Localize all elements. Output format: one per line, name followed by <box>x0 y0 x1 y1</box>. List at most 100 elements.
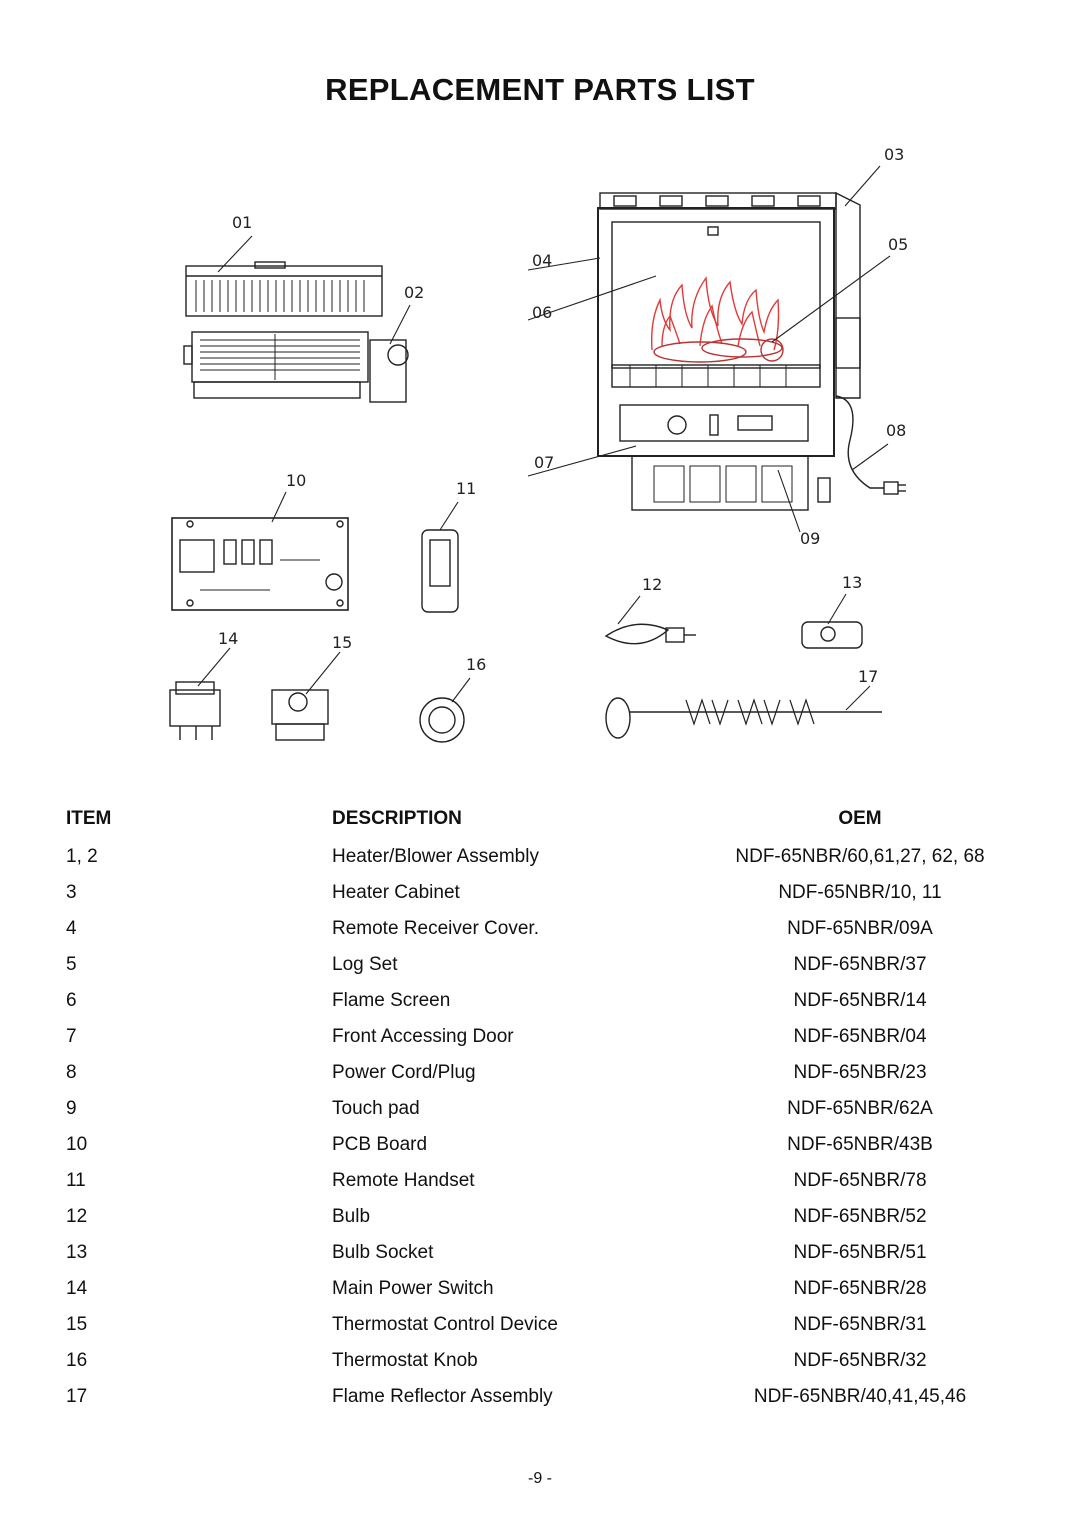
main-power-switch-part <box>169 681 221 740</box>
description-cell: Bulb Socket <box>332 1242 434 1263</box>
oem-cell: NDF-65NBR/31 <box>793 1314 927 1335</box>
item-cell: 15 <box>66 1314 88 1335</box>
part-number-labels: 01 02 03 04 05 06 07 08 09 10 11 12 13 1… <box>218 145 908 686</box>
oem-cell: NDF-65NBR/23 <box>793 1062 927 1083</box>
table-row: 4 Remote Receiver Cover. NDF-65NBR/09A <box>0 914 1080 950</box>
description-cell: Flame Reflector Assembly <box>332 1386 553 1407</box>
item-cell: 13 <box>66 1242 88 1263</box>
item-cell: 12 <box>66 1206 88 1227</box>
oem-cell: NDF-65NBR/37 <box>793 954 927 975</box>
item-cell: 16 <box>66 1350 88 1371</box>
flame-screen-part <box>650 276 780 351</box>
item-cell: 10 <box>66 1134 88 1155</box>
page-number: -9 - <box>528 1470 552 1487</box>
part-label: 08 <box>886 421 906 440</box>
table-row: 7 Front Accessing Door NDF-65NBR/04 <box>0 1022 1080 1058</box>
part-label: 07 <box>534 453 554 472</box>
table-row: 5 Log Set NDF-65NBR/37 <box>0 950 1080 986</box>
table-row: 6 Flame Screen NDF-65NBR/14 <box>0 986 1080 1022</box>
part-label: 17 <box>858 667 878 686</box>
description-cell: Front Accessing Door <box>332 1026 514 1047</box>
leader-lines <box>197 165 891 711</box>
oem-cell: NDF-65NBR/10, 11 <box>778 882 942 903</box>
item-cell: 5 <box>66 954 77 975</box>
part-label: 12 <box>642 575 662 594</box>
oem-cell: NDF-65NBR/51 <box>793 1242 927 1263</box>
oem-cell: NDF-65NBR/32 <box>793 1350 927 1371</box>
heater-housing-part <box>631 455 809 511</box>
item-cell: 7 <box>66 1026 77 1047</box>
part-label: 03 <box>884 145 904 164</box>
item-cell: 1, 2 <box>66 846 98 867</box>
blower-part <box>183 331 409 403</box>
bulb-socket-part <box>801 621 863 649</box>
description-cell: Main Power Switch <box>332 1278 494 1299</box>
log-set-part <box>653 338 784 363</box>
description-cell: Touch pad <box>332 1098 420 1119</box>
table-row: 12 Bulb NDF-65NBR/52 <box>0 1202 1080 1238</box>
table-row: 8 Power Cord/Plug NDF-65NBR/23 <box>0 1058 1080 1094</box>
table-row: 16 Thermostat Knob NDF-65NBR/32 <box>0 1346 1080 1382</box>
oem-cell: NDF-65NBR/62A <box>787 1098 933 1119</box>
exploded-parts-diagram: 01 02 03 04 05 06 07 08 09 10 11 12 13 1… <box>169 145 908 743</box>
part-label: 14 <box>218 629 238 648</box>
part-label: 01 <box>232 213 252 232</box>
remote-handset-part <box>421 529 459 613</box>
table-row: 3 Heater Cabinet NDF-65NBR/10, 11 <box>0 878 1080 914</box>
oem-cell: NDF-65NBR/78 <box>793 1170 927 1191</box>
description-cell: Heater/Blower Assembly <box>332 846 539 867</box>
parts-table: ITEM DESCRIPTION OEM 1, 2 Heater/Blower … <box>0 806 1080 1418</box>
thermostat-device-part <box>271 689 329 741</box>
description-cell: PCB Board <box>332 1134 428 1155</box>
description-cell: Remote Receiver Cover. <box>332 918 539 939</box>
part-label: 06 <box>532 303 552 322</box>
heater-element-part <box>185 261 383 317</box>
oem-cell: NDF-65NBR/43B <box>787 1134 933 1155</box>
description-cell: Power Cord/Plug <box>332 1062 476 1083</box>
item-cell: 14 <box>66 1278 88 1299</box>
fireplace-cabinet-part <box>597 191 861 457</box>
item-cell: 6 <box>66 990 77 1011</box>
description-cell: Bulb <box>332 1206 371 1227</box>
power-cord-part <box>817 395 906 503</box>
table-row: 11 Remote Handset NDF-65NBR/78 <box>0 1166 1080 1202</box>
oem-cell: NDF-65NBR/28 <box>793 1278 927 1299</box>
thermostat-knob-part <box>419 697 465 743</box>
part-label: 04 <box>532 251 552 270</box>
item-cell: 9 <box>66 1098 77 1119</box>
part-label: 16 <box>466 655 486 674</box>
item-cell: 3 <box>66 882 77 903</box>
bulb-part <box>604 623 696 645</box>
description-cell: Thermostat Knob <box>332 1350 478 1371</box>
oem-cell: NDF-65NBR/09A <box>787 918 933 939</box>
page-title: REPLACEMENT PARTS LIST <box>325 72 755 107</box>
oem-cell: NDF-65NBR/60,61,27, 62, 68 <box>735 846 985 867</box>
table-header-row: ITEM DESCRIPTION OEM <box>0 806 1080 842</box>
description-cell: Flame Screen <box>332 990 451 1011</box>
item-cell: 17 <box>66 1386 88 1407</box>
part-label: 11 <box>456 479 476 498</box>
flame-reflector-part <box>605 697 882 739</box>
item-cell: 8 <box>66 1062 77 1083</box>
oem-cell: NDF-65NBR/14 <box>793 990 927 1011</box>
description-cell: Log Set <box>332 954 398 975</box>
table-row: 9 Touch pad NDF-65NBR/62A <box>0 1094 1080 1130</box>
oem-column-header: OEM <box>838 808 882 829</box>
item-cell: 11 <box>66 1170 86 1191</box>
part-label: 05 <box>888 235 908 254</box>
table-row: 13 Bulb Socket NDF-65NBR/51 <box>0 1238 1080 1274</box>
part-label: 09 <box>800 529 820 548</box>
table-row: 15 Thermostat Control Device NDF-65NBR/3… <box>0 1310 1080 1346</box>
pcb-board-part <box>171 517 349 611</box>
oem-cell: NDF-65NBR/40,41,45,46 <box>753 1386 967 1407</box>
part-label: 13 <box>842 573 862 592</box>
description-cell: Thermostat Control Device <box>332 1314 558 1335</box>
part-label: 10 <box>286 471 306 490</box>
description-cell: Heater Cabinet <box>332 882 460 903</box>
oem-cell: NDF-65NBR/52 <box>793 1206 927 1227</box>
part-label: 02 <box>404 283 424 302</box>
table-row: 14 Main Power Switch NDF-65NBR/28 <box>0 1274 1080 1310</box>
oem-cell: NDF-65NBR/04 <box>793 1026 927 1047</box>
table-row: 17 Flame Reflector Assembly NDF-65NBR/40… <box>0 1382 1080 1418</box>
item-column-header: ITEM <box>66 808 112 829</box>
